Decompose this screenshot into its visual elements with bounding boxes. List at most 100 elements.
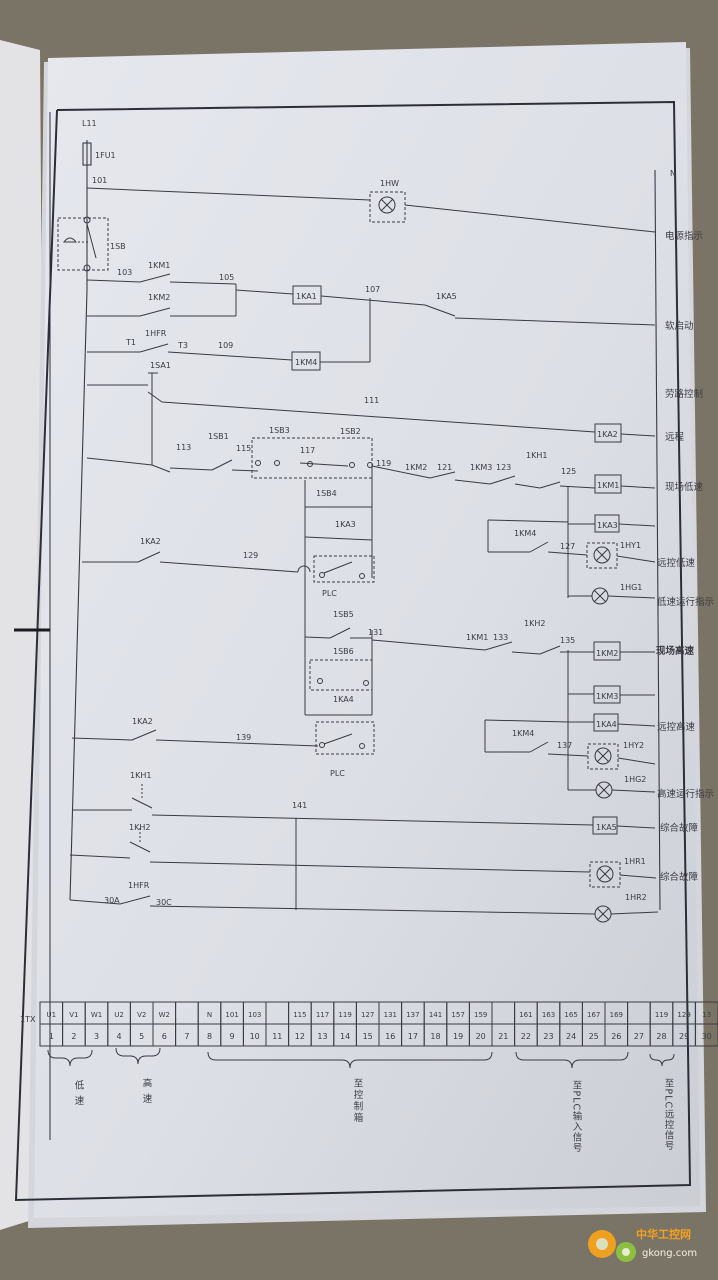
terminal-top-label: V2 [137,1011,146,1019]
group-to-control-box: 至控制箱 [352,1078,364,1124]
wire-125: 125 [561,467,576,476]
label-fire-control: 劳路控制 [665,388,703,400]
wire-119: 119 [376,459,391,468]
terminal-number: 18 [430,1032,440,1041]
label-high-speed-running: 高速运行指示 [657,788,714,800]
rung-ka2-plc-b [71,721,375,755]
hfr-a-label: 1HFR [145,329,167,338]
terminal-number: 4 [117,1032,122,1041]
hg2-label: 1HG2 [624,775,646,784]
terminal-strip-label: 1TX [20,1015,36,1024]
wire-109: 109 [218,341,233,350]
wire-127: 127 [560,542,575,551]
ka1-coil-label: 1KA1 [296,292,317,301]
terminal-top-label: N [207,1011,212,1019]
rung-power [86,187,656,233]
terminal-number: 7 [184,1032,189,1041]
wire-30c: 30C [156,898,172,907]
label-remote-low-speed: 远控低速 [657,557,696,569]
terminal-top-label: 167 [587,1011,600,1019]
terminal-top-label: 101 [225,1011,238,1019]
wire-115: 115 [236,444,251,453]
terminal-number: 2 [71,1032,76,1041]
km4-b-label: 1KM4 [512,729,534,738]
drawing-border [14,100,692,1202]
sb2-label: 1SB2 [340,427,361,436]
selector-sa1 [86,372,656,473]
terminal-top-label: 119 [338,1011,351,1019]
terminal-top-label: 129 [677,1011,690,1019]
ka3-coil-label: 1KA3 [597,521,618,530]
terminal-number: 23 [543,1032,553,1041]
terminal-brackets [47,1047,675,1069]
km2-coil-label: 1KM2 [596,649,618,658]
terminal-top-label: 161 [519,1011,532,1019]
wire-131: 131 [368,628,383,637]
ka5-contact-label: 1KA5 [436,292,457,301]
terminal-top-label: 103 [248,1011,261,1019]
wire-30a: 30A [104,896,120,905]
terminal-top-label: 13 [702,1011,711,1019]
terminal-number: 27 [634,1032,644,1041]
label-local-high-speed: 现场高速 [656,645,695,657]
hr2-label: 1HR2 [625,893,647,902]
terminal-number: 16 [385,1032,395,1041]
label-power-indicator: 电源指示 [665,230,703,242]
wire-123: 123 [496,463,511,472]
wire-141: 141 [292,801,307,810]
watermark-logo [588,1230,636,1262]
terminal-number: 17 [408,1032,418,1041]
wire-129: 129 [243,551,258,560]
terminal-number: 12 [295,1032,305,1041]
km4-coil-label: 1KM4 [295,358,317,367]
rung-ka2-plc [82,551,375,583]
terminal-number: 13 [317,1032,327,1041]
group-high-speed: 高速 [141,1077,153,1109]
km1-b-label: 1KM1 [466,633,488,642]
terminal-top-label: 163 [542,1011,555,1019]
km3-a-label: 1KM3 [470,463,492,472]
terminal-top-label: 119 [655,1011,668,1019]
sb4-label: 1SB4 [316,489,337,498]
terminal-top-label: U2 [114,1011,124,1019]
terminal-top-label: 117 [316,1011,329,1019]
terminal-number: 14 [340,1032,350,1041]
kh1-b-label: 1KH1 [130,771,151,780]
rung-km4 [87,343,370,371]
label-soft-start: 软启动 [665,320,694,332]
terminal-number: 20 [476,1032,486,1041]
kh1-a-label: 1KH1 [526,451,547,460]
hr1-label: 1HR1 [624,857,646,866]
group-low-speed: 低速 [73,1079,85,1111]
rung-soft-start [86,273,656,362]
wire-111: 111 [364,396,379,405]
terminal-top-label: 127 [361,1011,374,1019]
ka2-coil-label: 1KA2 [597,430,618,439]
terminal-number: 5 [139,1032,144,1041]
label-remote-high-speed: 远控高速 [657,721,696,733]
rung-high-speed [304,627,655,790]
watermark-url: gkong.com [642,1248,697,1259]
terminal-top-label: U1 [47,1011,57,1019]
rung-ka4 [484,713,656,799]
terminal-top-label: 141 [429,1011,442,1019]
emergency-stop-switch [57,216,109,272]
terminal-top-label: W1 [91,1011,102,1019]
wire-135: 135 [560,636,575,645]
terminal-top-label: 115 [293,1011,306,1019]
km2-b-label: 1KM2 [405,463,427,472]
terminal-cell-bottom [694,1023,718,1047]
kh2-b-label: 1KH2 [129,823,150,832]
terminal-number: 28 [656,1032,666,1041]
watermark-brand: 中华工控网 [636,1227,691,1241]
kh2-a-label: 1KH2 [524,619,545,628]
terminal-top-label: 165 [564,1011,577,1019]
terminal-top-label: 131 [384,1011,397,1019]
ka4-coil-label: 1KA4 [596,720,617,729]
rung-ka3 [487,514,656,605]
wire-101: 101 [92,176,107,185]
terminal-number: 19 [453,1032,463,1041]
hg1-label: 1HG1 [620,583,642,592]
sa1-label: 1SA1 [150,361,171,370]
